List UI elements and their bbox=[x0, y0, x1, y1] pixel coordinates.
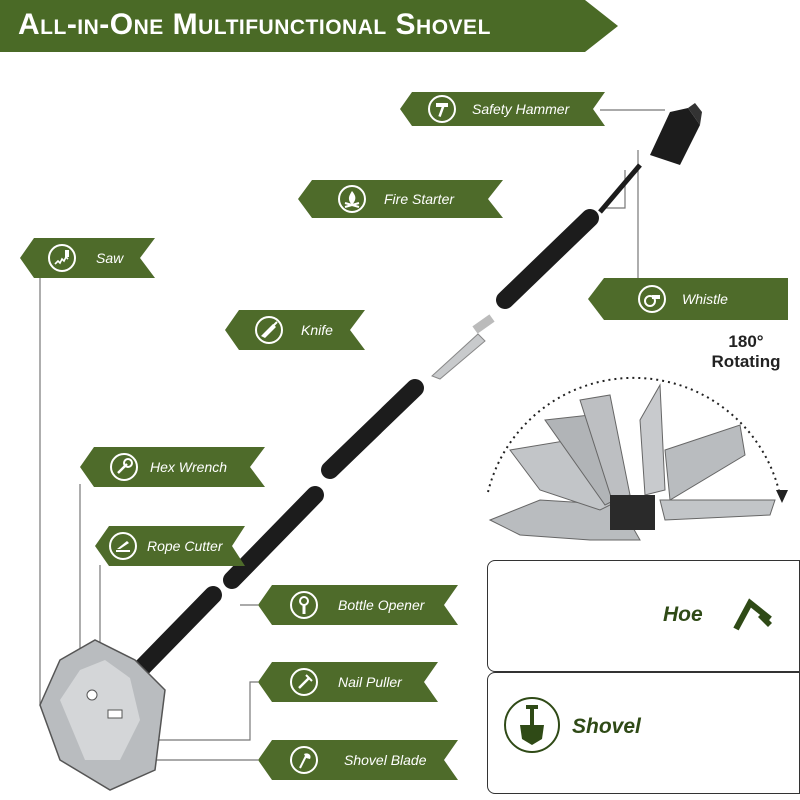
callout-safety-hammer: Safety Hammer bbox=[400, 92, 605, 126]
fire-starter-label: Fire Starter bbox=[384, 191, 455, 207]
shovel-mode-panel: Shovel bbox=[487, 672, 800, 794]
rotation-label: 180° Rotating bbox=[696, 332, 796, 372]
hex-wrench-label: Hex Wrench bbox=[150, 459, 228, 475]
rotating-blades bbox=[487, 376, 788, 541]
title-banner: All-in-One Multifunctional Shovel bbox=[0, 0, 620, 52]
callout-bottle-opener: Bottle Opener bbox=[258, 585, 458, 625]
callout-nail-puller: Nail Puller bbox=[258, 662, 438, 702]
callout-rope-cutter: Rope Cutter bbox=[95, 526, 245, 566]
fire-icon bbox=[338, 185, 366, 213]
rotation-text: Rotating bbox=[711, 352, 781, 371]
page-title: All-in-One Multifunctional Shovel bbox=[18, 8, 491, 41]
axe-icon bbox=[290, 746, 318, 774]
wrench-icon bbox=[110, 453, 138, 481]
safety-hammer-cap bbox=[650, 103, 702, 165]
shovel-label: Shovel bbox=[572, 715, 641, 738]
callout-shovel-blade: Shovel Blade bbox=[258, 740, 458, 780]
hoe-icon bbox=[726, 589, 776, 639]
knife-blade bbox=[431, 314, 495, 380]
handle-section-base bbox=[121, 586, 222, 689]
title-banner-shape bbox=[0, 0, 618, 52]
hoe-label: Hoe bbox=[663, 603, 703, 626]
knife-label: Knife bbox=[301, 322, 333, 338]
callout-saw: Saw bbox=[20, 238, 155, 278]
whistle-icon bbox=[638, 285, 666, 313]
safety-hammer-label: Safety Hammer bbox=[472, 101, 570, 117]
bottle-opener-icon bbox=[290, 591, 318, 619]
knife-icon bbox=[255, 316, 283, 344]
whistle-section bbox=[496, 209, 599, 309]
nail-icon bbox=[290, 668, 318, 696]
rope-cutter-icon bbox=[109, 532, 137, 560]
callout-knife: Knife bbox=[225, 310, 365, 350]
fire-starter-rod bbox=[598, 163, 642, 214]
rope-cutter-label: Rope Cutter bbox=[147, 538, 223, 554]
saw-label: Saw bbox=[96, 250, 124, 266]
hammer-icon bbox=[428, 95, 456, 123]
saw-icon bbox=[48, 244, 76, 272]
nail-puller-label: Nail Puller bbox=[338, 674, 402, 690]
callout-fire-starter: Fire Starter bbox=[298, 180, 503, 218]
callout-whistle: Whistle bbox=[588, 278, 788, 320]
main-shovel-blade bbox=[39, 639, 166, 791]
shovel-blade-label: Shovel Blade bbox=[344, 752, 427, 768]
handle-section-lower bbox=[223, 486, 324, 589]
bottle-opener-label: Bottle Opener bbox=[338, 597, 425, 613]
rotation-degrees: 180° bbox=[728, 332, 764, 351]
callout-hex-wrench: Hex Wrench bbox=[80, 447, 265, 487]
hoe-mode-panel: Hoe bbox=[487, 560, 800, 672]
whistle-label: Whistle bbox=[682, 291, 728, 307]
shovel-icon bbox=[504, 697, 560, 753]
handle-section-upper bbox=[321, 379, 424, 479]
